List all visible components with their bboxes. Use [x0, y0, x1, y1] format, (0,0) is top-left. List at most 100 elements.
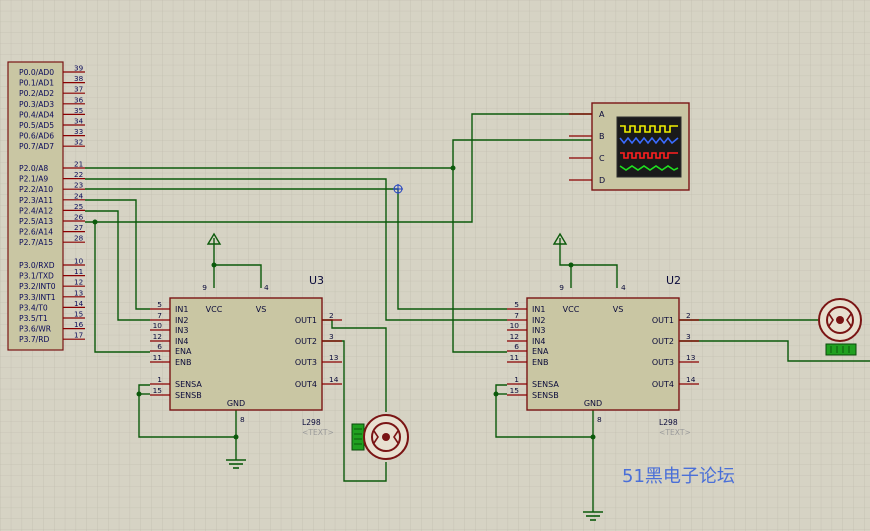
- wire-p23-u3-in1: [85, 199, 150, 310]
- mcu-pin-label: P2.0/A8: [19, 164, 48, 173]
- mcu-pin-label: P0.1/AD1: [19, 79, 54, 88]
- wire-p22-u2-in1: [85, 188, 507, 310]
- mcu-pin-number: 33: [74, 127, 83, 136]
- driver-pin-number: 2: [686, 311, 691, 320]
- ground-u2-icon: [583, 511, 603, 521]
- driver-pin-name: OUT1: [295, 316, 317, 325]
- wire-p21-u2-in2: [85, 178, 507, 321]
- mcu-pin-number: 37: [74, 85, 83, 94]
- driver-pin-name: IN2: [175, 316, 188, 325]
- mcu-pin-number: 28: [74, 234, 84, 243]
- mcu-pin-label: P0.0/AD0: [19, 68, 54, 77]
- driver-pin-name: OUT2: [295, 337, 317, 346]
- driver-pin-name: ENA: [532, 347, 549, 356]
- driver-pin-name: IN3: [532, 326, 545, 335]
- mcu-pin-number: 27: [74, 223, 83, 232]
- motor-right[interactable]: [818, 298, 862, 356]
- mcu-pin-label: P0.2/AD2: [19, 89, 54, 98]
- driver-pin-number: 4: [621, 283, 626, 292]
- mcu-pin-number: 10: [74, 257, 84, 266]
- scope-traces: [619, 125, 679, 171]
- driver-pin-number: 4: [264, 283, 269, 292]
- driver-pin-name: GND: [584, 399, 602, 408]
- mcu-pin-label: P2.5/A13: [19, 217, 53, 226]
- wire-u2-sense: [495, 384, 593, 438]
- mcu-pin-label: P3.4/T0: [19, 303, 48, 312]
- driver-pin-number: 1: [157, 375, 162, 384]
- driver-pin-name: ENA: [175, 347, 192, 356]
- driver-pin-name: VS: [613, 305, 624, 314]
- mcu-pin-label: P0.4/AD4: [19, 110, 54, 119]
- driver-pin-number: 10: [510, 321, 520, 330]
- mcu-pin-number: 32: [74, 138, 83, 147]
- mcu-pin-number: 26: [74, 213, 84, 222]
- mcu-body: [7, 61, 64, 351]
- driver-pin-name: IN4: [532, 337, 545, 346]
- driver-pin-name: SENSA: [532, 380, 559, 389]
- mcu-pin-label: P3.7/RD: [19, 335, 49, 344]
- wire-u3-power: [213, 244, 262, 288]
- driver-u2[interactable]: IN15IN27IN310IN412ENA6ENB11SENSA1SENSB15…: [507, 274, 699, 437]
- driver-pin-number: 12: [153, 332, 162, 341]
- driver-pin-number: 5: [157, 300, 162, 309]
- mcu-pin-label: P2.4/A12: [19, 206, 53, 215]
- mcu-pin-label: P0.7/AD7: [19, 142, 54, 151]
- driver-pin-name: ENB: [175, 358, 192, 367]
- driver-pin-name: SENSA: [175, 380, 202, 389]
- mcu-pin-number: 22: [74, 170, 83, 179]
- mcu-pin-number: 12: [74, 278, 83, 287]
- driver-pin-name: IN4: [175, 337, 188, 346]
- driver-reference: U2: [666, 274, 681, 287]
- driver-pin-number: 13: [686, 353, 696, 362]
- driver-part-label: L298: [302, 418, 321, 427]
- mcu-pin-label: P2.1/A9: [19, 175, 48, 184]
- wire-u3-sense: [138, 384, 236, 438]
- driver-pin-number: 15: [510, 386, 520, 395]
- driver-part-label: L298: [659, 418, 678, 427]
- mcu-pin-label: P0.3/AD3: [19, 100, 54, 109]
- driver-reference: U3: [309, 274, 324, 287]
- mcu-pin-label: P3.5/T1: [19, 314, 48, 323]
- mcu-pin-number: 16: [74, 320, 84, 329]
- driver-pin-name: IN1: [175, 305, 188, 314]
- driver-pin-name: IN1: [532, 305, 545, 314]
- driver-pin-name: ENB: [532, 358, 549, 367]
- driver-pin-number: 15: [153, 386, 163, 395]
- mcu-pin-label: P2.2/A10: [19, 185, 53, 194]
- driver-pin-number: 1: [514, 375, 519, 384]
- mcu-pin-number: 34: [74, 117, 84, 126]
- wire-p24-u3-in2: [85, 210, 150, 321]
- motor-left[interactable]: [351, 414, 409, 460]
- driver-pin-number: 3: [329, 332, 334, 341]
- mcu-pin-number: 25: [74, 202, 83, 211]
- trace-b: [619, 136, 679, 145]
- driver-body: [169, 297, 323, 411]
- driver-pin-number: 9: [559, 283, 564, 292]
- wire-p20-u2-ena: [452, 168, 507, 353]
- driver-pin-number: 6: [514, 342, 519, 351]
- scope-channel-label: B: [599, 132, 605, 141]
- driver-pin-number: 12: [510, 332, 519, 341]
- mcu-pin-number: 14: [74, 299, 84, 308]
- scope-channel-label: D: [599, 176, 605, 185]
- mcu-pin-number: 24: [74, 191, 84, 200]
- driver-pin-number: 7: [157, 311, 162, 320]
- mcu-pin-number: 11: [74, 267, 83, 276]
- driver-pin-number: 11: [153, 353, 163, 362]
- mcu-pin-number: 38: [74, 74, 84, 83]
- driver-pin-number: 13: [329, 353, 339, 362]
- mcu-pin-number: 35: [74, 106, 83, 115]
- mcu-pin-number: 36: [74, 95, 84, 104]
- driver-pin-number: 9: [202, 283, 207, 292]
- mcu-pin-label: P3.1/TXD: [19, 272, 54, 281]
- driver-u3[interactable]: IN15IN27IN310IN412ENA6ENB11SENSA1SENSB15…: [150, 274, 342, 437]
- wire-p25-u3-ena: [85, 221, 150, 353]
- mcu-pin-label: P2.3/A11: [19, 196, 53, 205]
- mcu-pin-label: P0.6/AD6: [19, 132, 54, 141]
- motor-right-indicator: [825, 343, 857, 356]
- driver-pin-name: OUT1: [652, 316, 674, 325]
- mcu-pin-label: P3.0/RXD: [19, 261, 55, 270]
